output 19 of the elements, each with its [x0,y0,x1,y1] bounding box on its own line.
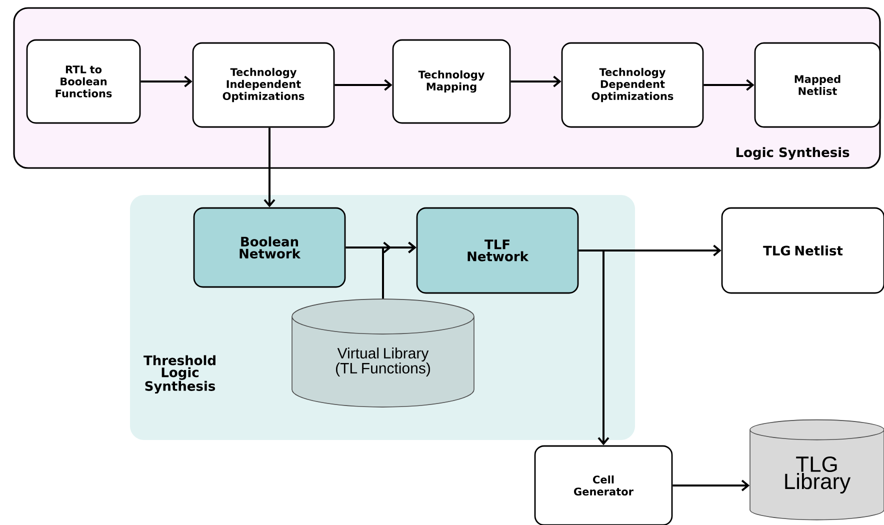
process-box: Boolean Network [193,207,346,288]
arrow [334,79,392,91]
arrow [704,79,754,91]
process-box: TLG Netlist [721,207,884,294]
arrow [510,76,562,88]
process-box: Cell Generator [534,445,673,525]
arrow [578,250,610,446]
process-box: RTL to Boolean Functions [26,39,141,124]
arrow [140,76,192,88]
database-cylinder: Virtual Library (TL Functions) [292,298,474,408]
arrow [672,480,750,492]
arrow [264,128,276,208]
process-box: Technology Independent Optimizations [192,42,335,128]
database-cylinder: TLG Library [750,419,884,520]
arrow [382,242,416,299]
process-box: Technology Mapping [392,39,511,124]
process-box: Technology Dependent Optimizations [561,42,704,128]
process-box: TLF Network [416,207,579,294]
process-box: Mapped Netlist [754,42,881,128]
